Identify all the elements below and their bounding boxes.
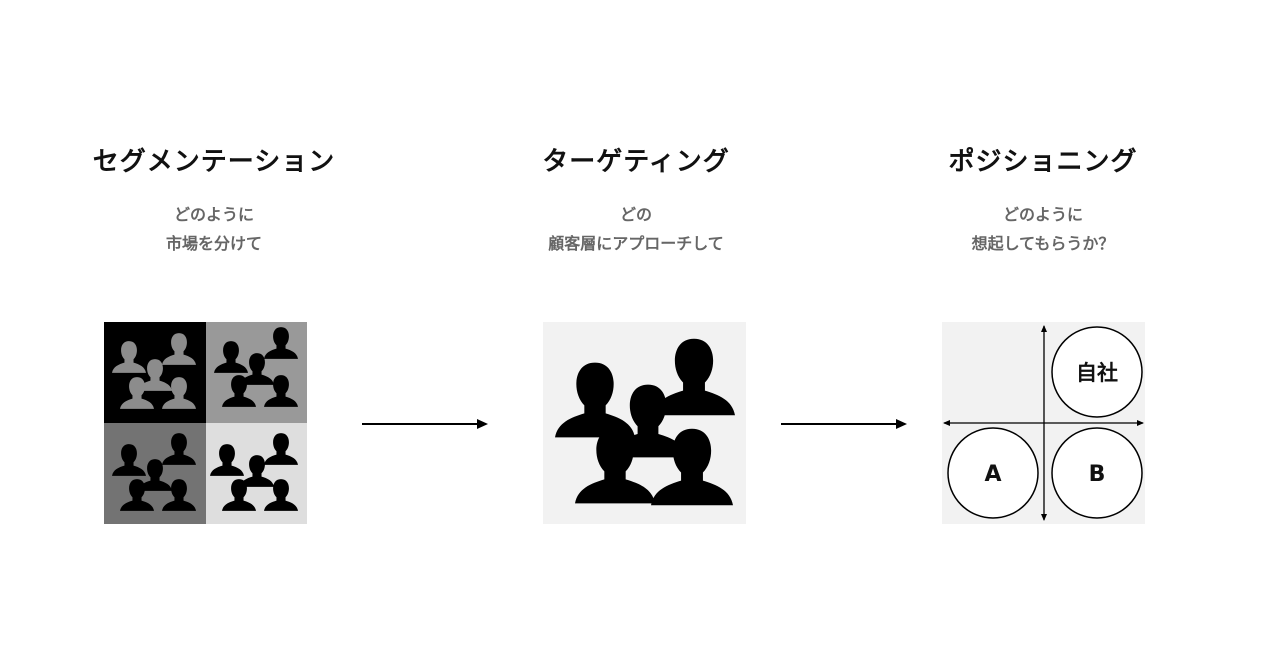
targeting-title: ターゲティング	[542, 147, 730, 177]
right-arrow-icon	[781, 419, 907, 429]
segmentation-subtitle-line1: どのように	[173, 205, 254, 224]
targeting-subtitle-line2: 顧客層にアプローチして	[548, 234, 724, 253]
segmentation-column: セグメンテーション どのように 市場を分けて	[44, 140, 384, 258]
positioning-column: ポジショニング どのように 想起してもらうか？	[873, 140, 1213, 258]
competitor-a-circle: A	[947, 427, 1039, 519]
positioning-subtitle: どのように 想起してもらうか？	[873, 200, 1213, 258]
targeting-column: ターゲティング どの 顧客層にアプローチして	[466, 140, 806, 258]
targeting-subtitle: どの 顧客層にアプローチして	[466, 200, 806, 258]
positioning-subtitle-line1: どのように	[1002, 205, 1083, 224]
own-company-circle: 自社	[1051, 326, 1143, 418]
positioning-title: ポジショニング	[948, 147, 1138, 177]
segmentation-subtitle: どのように 市場を分けて	[44, 200, 384, 258]
positioning-map: 自社 A B	[942, 322, 1145, 524]
segmentation-panel	[104, 322, 307, 524]
competitor-a-label: A	[984, 462, 1001, 487]
targeting-panel	[543, 322, 746, 524]
right-arrow-icon	[362, 419, 488, 429]
positioning-subtitle-line2: 想起してもらうか？	[971, 234, 1115, 253]
own-company-label: 自社	[1076, 361, 1118, 385]
targeting-subtitle-line1: どの	[619, 205, 652, 224]
competitor-b-circle: B	[1051, 427, 1143, 519]
competitor-b-label: B	[1089, 462, 1106, 487]
segmentation-title: セグメンテーション	[92, 147, 336, 177]
segmentation-subtitle-line2: 市場を分けて	[165, 234, 262, 253]
positioning-axes	[943, 325, 1144, 521]
